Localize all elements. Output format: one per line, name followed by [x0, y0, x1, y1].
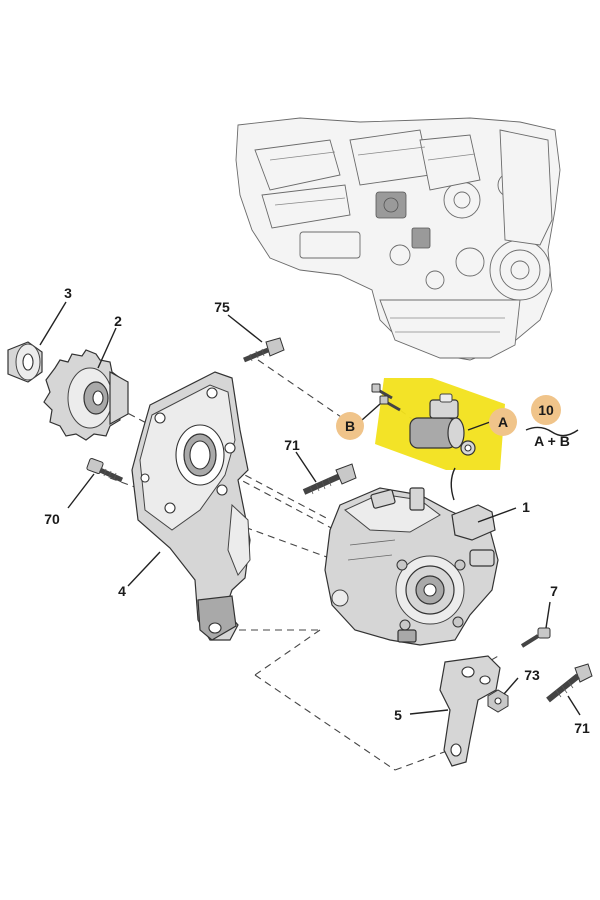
engine-overview [235, 117, 561, 361]
callout-71-upper: 71 [284, 437, 300, 453]
bolt-part-75 [243, 337, 285, 363]
long-bolt-part-71-lower [546, 663, 593, 703]
bolt-part-70 [86, 458, 124, 483]
badge-a-label: A [498, 414, 508, 430]
callout-4: 4 [118, 583, 126, 599]
sprocket-part [43, 349, 129, 441]
callout-7: 7 [550, 583, 558, 599]
callout-numbers: 3 2 75 70 4 71 1 7 73 5 71 [44, 285, 590, 736]
pressure-regulator-kit-highlight [371, 378, 505, 470]
badge-b: B [336, 412, 364, 440]
nut-part-73 [487, 689, 509, 713]
callout-73: 73 [524, 667, 540, 683]
callout-75: 75 [214, 299, 230, 315]
badge-a: A [489, 408, 517, 436]
callout-2: 2 [114, 313, 122, 329]
kit-composition-label: A + B [534, 433, 570, 449]
badge-b-label: B [345, 418, 355, 434]
high-pressure-pump-part [324, 487, 499, 646]
bolt-part-7 [520, 627, 551, 648]
callout-5: 5 [394, 707, 402, 723]
support-bracket-part [131, 371, 251, 641]
nut-part [7, 341, 43, 383]
callout-71-lower: 71 [574, 720, 590, 736]
callout-1: 1 [522, 499, 530, 515]
leader-lines [39, 301, 581, 716]
long-bolt-part-71-upper [302, 463, 357, 495]
callout-3: 3 [64, 285, 72, 301]
rear-bracket-part [439, 655, 501, 767]
callout-70: 70 [44, 511, 60, 527]
badge-10: 10 [531, 395, 561, 425]
callout-10: 10 [538, 402, 554, 418]
